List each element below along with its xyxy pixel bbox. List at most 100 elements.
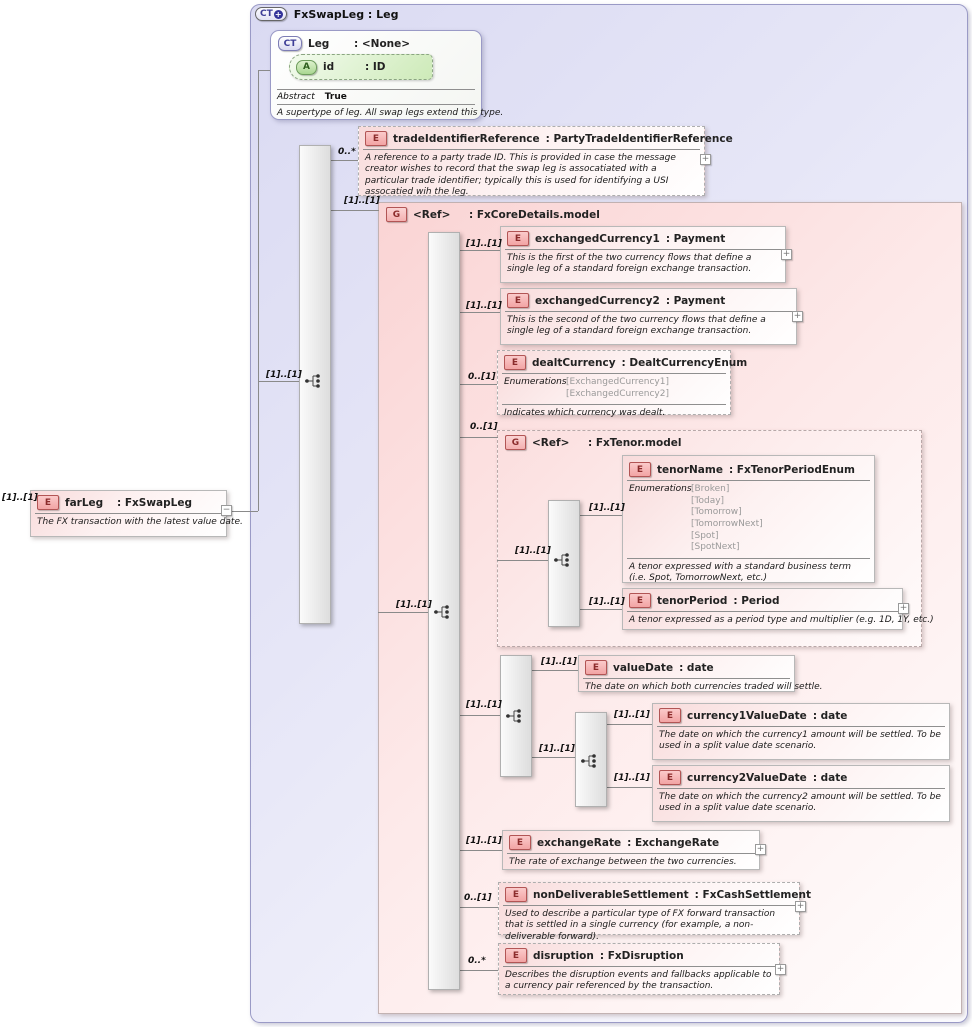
divider [627,480,870,481]
element-name: currency1ValueDate [687,709,807,722]
element-header: E tenorPeriod : Period [623,589,902,611]
element-description: This is the first of the two currency fl… [507,253,752,275]
complex-type-badge: CT [278,36,302,51]
expand-toggle[interactable]: + [792,311,803,322]
group-name: <Ref> [532,436,570,449]
element-exchangedCurrency1[interactable]: E exchangedCurrency1 : Payment This is t… [500,226,786,283]
cardinality-label: [1]..[1] [466,239,502,249]
cardinality-label: 0..[1] [468,372,496,382]
attribute-badge: A [296,59,317,75]
element-header: E valueDate : date [579,656,794,678]
plus-icon: + [273,9,283,19]
divider [503,905,795,906]
divider [657,726,945,727]
element-exchangedCurrency2[interactable]: E exchangedCurrency2 : Payment This is t… [500,288,797,345]
element-currency2ValueDate[interactable]: E currency2ValueDate : date The date on … [652,765,950,822]
element-badge: E [365,131,387,146]
enumeration-value: [ExchangedCurrency1] [566,377,669,387]
group-header[interactable]: G <Ref> : FxTenor.model [498,431,921,454]
leg-base-type-box[interactable]: CT Leg : <None> A id : ID Abstract True … [270,30,503,120]
enumeration-value: [SpotNext] [691,542,740,553]
element-disruption[interactable]: E disruption : FxDisruption Describes th… [498,943,780,995]
element-tradeIdentifierReference[interactable]: E tradeIdentifierReference : PartyTradeI… [358,126,733,197]
leg-name: Leg [308,37,330,50]
element-description: A tenor expressed with a standard busine… [629,562,852,584]
abstract-value: True [324,92,347,102]
element-farLeg[interactable]: E farLeg : FxSwapLeg The FX transaction … [30,490,243,537]
group-name: <Ref> [413,208,451,221]
element-exchangeRate[interactable]: E exchangeRate : ExchangeRate The rate o… [502,830,760,870]
element-header: E exchangeRate : ExchangeRate [503,831,759,853]
group-header[interactable]: G <Ref> : FxCoreDetails.model [379,203,961,226]
element-description: The date on which the currency2 amount w… [659,792,941,814]
enumeration-value: [TomorrowNext] [691,519,763,530]
element-name: currency2ValueDate [687,771,807,784]
enumeration-value: [Spot] [691,530,719,541]
connector-line [330,160,359,161]
element-badge: E [629,462,651,477]
element-badge: E [37,495,59,510]
expand-toggle[interactable]: + [898,603,909,614]
element-type: : PartyTradeIdentifierReference [545,132,733,145]
element-badge: E [505,887,527,902]
diagram-title: FxSwapLeg : Leg [293,7,399,21]
divider [503,966,775,967]
cardinality-label: [1]..[1] [515,546,551,556]
expand-toggle[interactable]: + [775,964,786,975]
element-badge: E [507,293,529,308]
leg-type: : <None> [354,37,411,50]
element-header: E currency1ValueDate : date [653,704,949,726]
group-type: : FxTenor.model [588,436,682,449]
divider [627,611,898,612]
enumeration-values: [Broken] [Today] [Tomorrow] [TomorrowNex… [691,484,763,554]
cardinality-label: [1]..[1] [589,503,625,513]
connector-line [497,560,549,561]
connector-line [232,511,258,512]
element-currency1ValueDate[interactable]: E currency1ValueDate : date The date on … [652,703,950,760]
cardinality-label: [1]..[1] [614,773,650,783]
id-attribute-box[interactable]: A id : ID [289,54,433,80]
abstract-label: Abstract [277,92,315,102]
element-type: : FxDisruption [599,949,684,962]
element-type: : FxSwapLeg [117,496,192,509]
sequence-icon [580,753,600,773]
element-header: E tenorName : FxTenorPeriodEnum [623,456,874,480]
connector-line [458,384,498,385]
divider [583,678,790,679]
element-header: E disruption : FxDisruption [499,944,779,966]
element-type: : date [812,709,848,722]
collapse-toggle[interactable]: − [221,505,232,516]
sequence-bar [548,500,580,627]
expand-toggle[interactable]: + [781,249,792,260]
element-badge: E [659,770,681,785]
element-valueDate[interactable]: E valueDate : date The date on which bot… [578,655,823,692]
element-name: tenorName [657,463,723,476]
element-tenorName[interactable]: E tenorName : FxTenorPeriodEnum Enumerat… [622,455,875,583]
divider [505,249,781,250]
element-name: valueDate [613,661,674,674]
cardinality-label: [1]..[1] [266,370,302,380]
element-header: E dealtCurrency : DealtCurrencyEnum [498,351,747,373]
fxswapleg-header: CT+ FxSwapLeg : Leg [255,7,399,21]
leg-description: A supertype of leg. All swap legs extend… [277,108,504,118]
expand-toggle[interactable]: + [795,901,806,912]
element-header: E nonDeliverableSettlement : FxCashSettl… [499,883,811,905]
element-description: This is the second of the two currency f… [507,315,766,337]
expand-toggle[interactable]: + [700,154,711,165]
element-name: exchangeRate [537,836,622,849]
divider [505,311,792,312]
expand-toggle[interactable]: + [755,844,766,855]
element-badge: E [509,835,531,850]
element-header: E exchangedCurrency2 : Payment [501,289,796,311]
divider [507,853,755,854]
element-type: : FxTenorPeriodEnum [728,463,855,476]
element-dealtCurrency[interactable]: E dealtCurrency : DealtCurrencyEnum Enum… [497,350,747,418]
cardinality-label: [1]..[1] [614,710,650,720]
element-tenorPeriod[interactable]: E tenorPeriod : Period A tenor expressed… [622,588,934,630]
id-attribute-name: id [323,61,335,73]
element-badge: E [507,231,529,246]
choice-icon [505,708,525,728]
element-nonDeliverableSettlement[interactable]: E nonDeliverableSettlement : FxCashSettl… [498,882,811,942]
cardinality-label: [1]..[1] [2,493,38,503]
element-badge: E [585,660,607,675]
